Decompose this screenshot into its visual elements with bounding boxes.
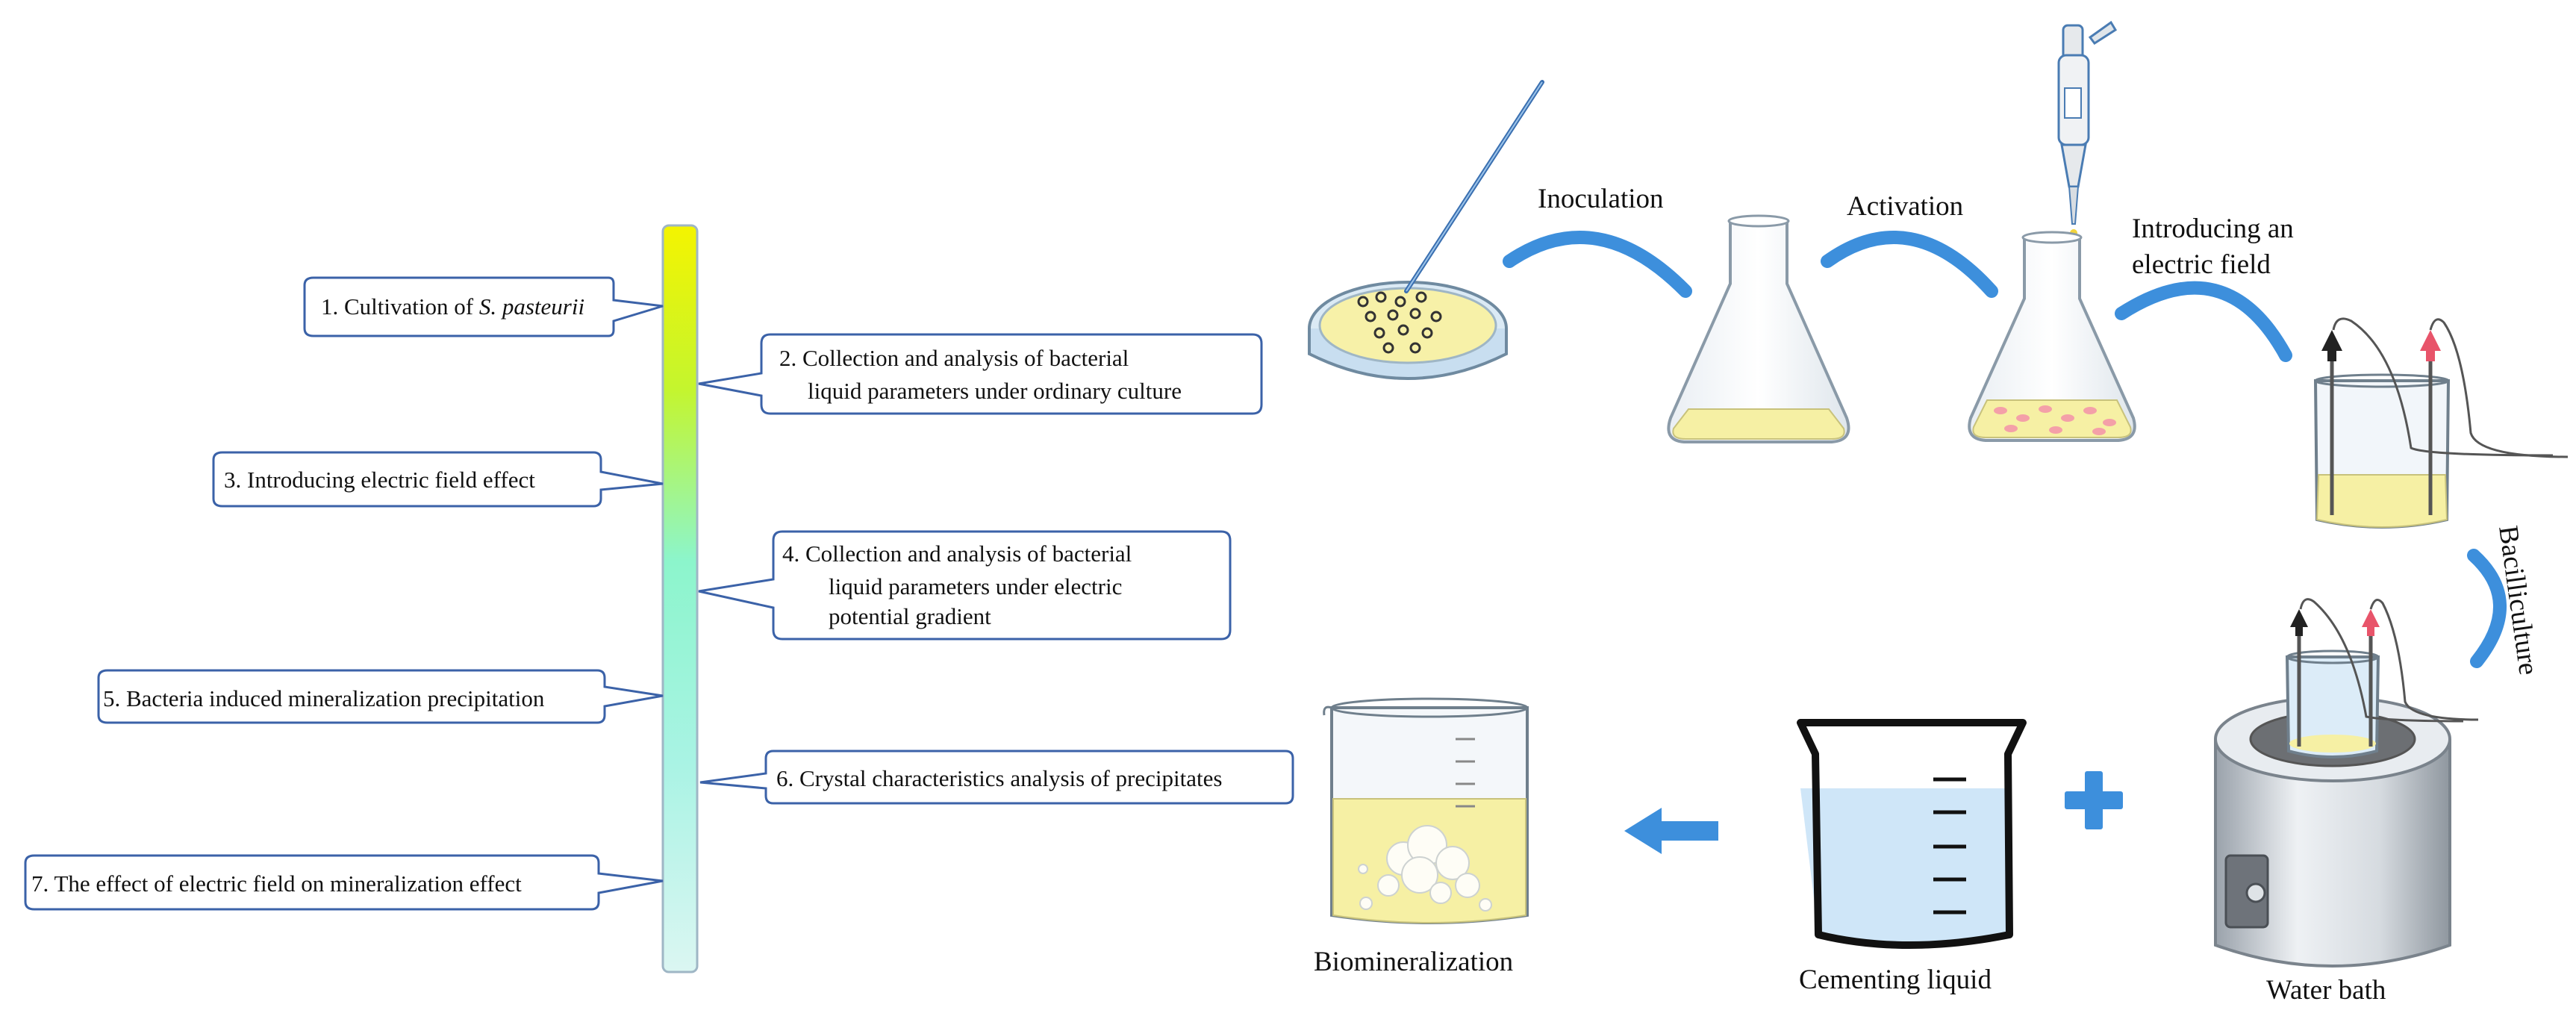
inoculation-arrow — [1503, 231, 1692, 298]
step-4-label-line2: liquid parameters under electric — [829, 573, 1122, 599]
step-5-label: 5. Bacteria induced mineralization preci… — [103, 685, 545, 711]
step-4-callout: 4. Collection and analysis of bacterial … — [698, 530, 1232, 641]
step-2-label-line1: 2. Collection and analysis of bacterial — [779, 345, 1129, 371]
activation-arrow — [1821, 231, 1998, 298]
inoculation-loop-icon — [1404, 80, 1544, 293]
step-2-label-line2: liquid parameters under ordinary culture — [808, 378, 1182, 404]
gradient-timeline-bar — [661, 224, 699, 973]
step-1-callout: 1. Cultivation of S. pasteurii — [303, 276, 664, 337]
biomineralization-beaker-icon — [1323, 697, 1529, 924]
step-5-callout: 5. Bacteria induced mineralization preci… — [97, 669, 664, 724]
step-1-label: 1. Cultivation of S. pasteurii — [321, 293, 584, 320]
water-bath-icon — [2214, 598, 2479, 968]
inoculation-label: Inoculation — [1538, 184, 1664, 214]
activated-flask-icon — [1968, 231, 2136, 442]
erlenmeyer-flask-icon — [1667, 214, 1850, 443]
step-6-callout: 6. Crystal characteristics analysis of p… — [699, 750, 1294, 805]
step-3-callout: 3. Introducing electric field effect — [212, 451, 664, 508]
pipette-icon — [2057, 20, 2118, 311]
cementing-liquid-label: Cementing liquid — [1799, 965, 1992, 995]
step-3-label: 3. Introducing electric field effect — [224, 467, 535, 493]
electric-field-label-line1: Introducing an — [2132, 214, 2294, 244]
electrode-beaker-icon — [2313, 317, 2569, 529]
step-2-callout: 2. Collection and analysis of bacterial … — [698, 333, 1263, 415]
bacilliculture-arrow — [2467, 549, 2507, 668]
step-6-label: 6. Crystal characteristics analysis of p… — [776, 765, 1222, 791]
electric-field-label-line2: electric field — [2132, 249, 2271, 280]
biomineralization-label: Biomineralization — [1314, 947, 1513, 977]
activation-label: Activation — [1847, 191, 1963, 222]
left-arrow-icon — [1624, 808, 1718, 854]
step-4-label-line1: 4. Collection and analysis of bacterial — [782, 540, 1132, 567]
beaker-icon — [1797, 719, 2027, 949]
step-7-callout: 7. The effect of electric field on miner… — [24, 854, 664, 911]
petri-dish-icon — [1308, 281, 1508, 380]
step-4-label-line3: potential gradient — [829, 603, 991, 629]
water-bath-label: Water bath — [2266, 975, 2386, 1006]
step-7-label: 7. The effect of electric field on miner… — [31, 870, 522, 897]
plus-icon — [2065, 771, 2123, 829]
electric-field-arrow — [2115, 281, 2292, 362]
